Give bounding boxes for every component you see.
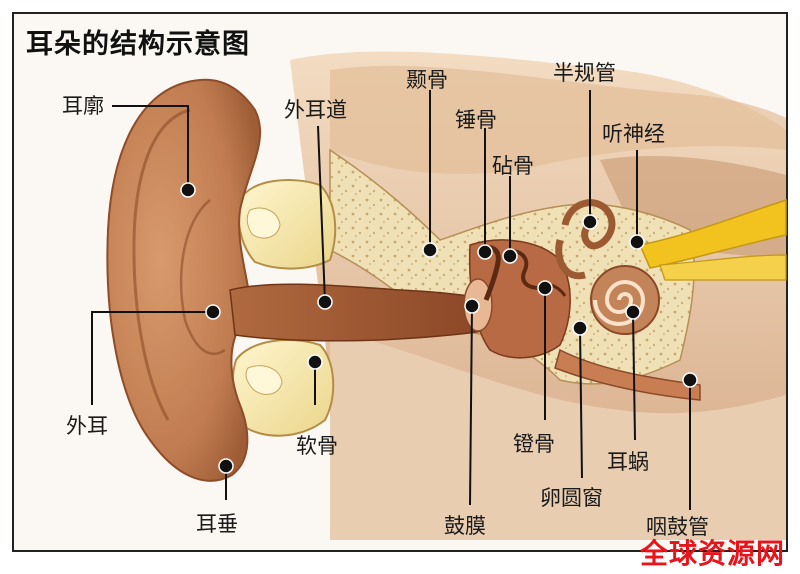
label-incus: 砧骨 <box>492 154 534 178</box>
label-eustachian-tube: 咽鼓管 <box>646 515 709 539</box>
auricle-shape <box>106 78 262 482</box>
leader-dots <box>180 182 698 474</box>
label-round-window: 卵圆窗 <box>540 486 603 510</box>
label-auditory-nerve: 听神经 <box>602 122 665 146</box>
inner-ear-shape <box>554 199 701 401</box>
watermark-logo: 全球资源网 <box>640 537 786 570</box>
auditory-nerve-shape <box>638 198 787 281</box>
label-eardrum: 鼓膜 <box>444 514 486 538</box>
label-stapes: 镫骨 <box>513 432 555 456</box>
label-cochlea: 耳蜗 <box>607 450 649 474</box>
label-ear-canal: 外耳道 <box>284 98 347 122</box>
leader-lines <box>91 90 691 510</box>
label-malleus: 锤骨 <box>455 108 497 132</box>
label-cartilage: 软骨 <box>296 434 338 458</box>
label-semicircular-canals: 半规管 <box>553 61 616 85</box>
label-temporal-bone: 颞骨 <box>406 68 448 92</box>
label-outer-ear: 外耳 <box>66 414 108 438</box>
label-earlobe: 耳垂 <box>196 512 238 536</box>
label-pinna: 耳廓 <box>62 94 104 118</box>
diagram-title: 耳朵的结构示意图 <box>26 29 250 60</box>
